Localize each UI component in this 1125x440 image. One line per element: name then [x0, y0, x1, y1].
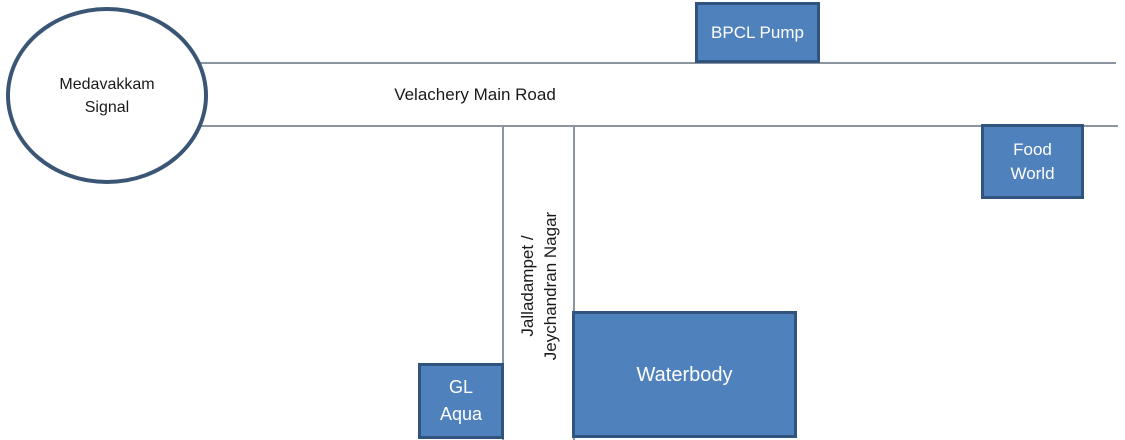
food-world-label: Food World — [1010, 138, 1054, 186]
waterbody-box: Waterbody — [572, 311, 797, 438]
cross-road-label-line1: Jalladampet / — [518, 235, 537, 337]
bpcl-pump-label: BPCL Pump — [711, 22, 804, 42]
waterbody-label: Waterbody — [636, 363, 733, 386]
gl-aqua-box: GL Aqua — [418, 363, 504, 439]
main-road-top-line — [150, 62, 1116, 64]
gl-aqua-label-line2: Aqua — [439, 404, 483, 424]
cross-road-label: Jalladampet / Jeychandran Nagar — [516, 176, 562, 396]
velachery-main-road-label: Velachery Main Road — [394, 85, 556, 104]
signal-label-line1: Medavakkam — [59, 75, 155, 93]
medavakkam-signal-label: Medavakkam Signal — [59, 73, 154, 119]
gl-aqua-label-line1: GL — [448, 377, 473, 397]
food-world-label-line1: Food — [1013, 139, 1052, 159]
food-world-label-line2: World — [1010, 163, 1055, 183]
cross-road-label-line2: Jeychandran Nagar — [541, 211, 560, 361]
food-world-box: Food World — [981, 124, 1084, 199]
medavakkam-signal-node: Medavakkam Signal — [6, 7, 208, 184]
cross-road-left-line — [502, 126, 504, 440]
signal-label-line2: Signal — [84, 98, 130, 116]
bpcl-pump-box: BPCL Pump — [695, 2, 820, 63]
main-road-bottom-line — [150, 125, 1118, 127]
gl-aqua-label: GL Aqua — [440, 374, 482, 428]
cross-road-right-line — [573, 126, 575, 440]
